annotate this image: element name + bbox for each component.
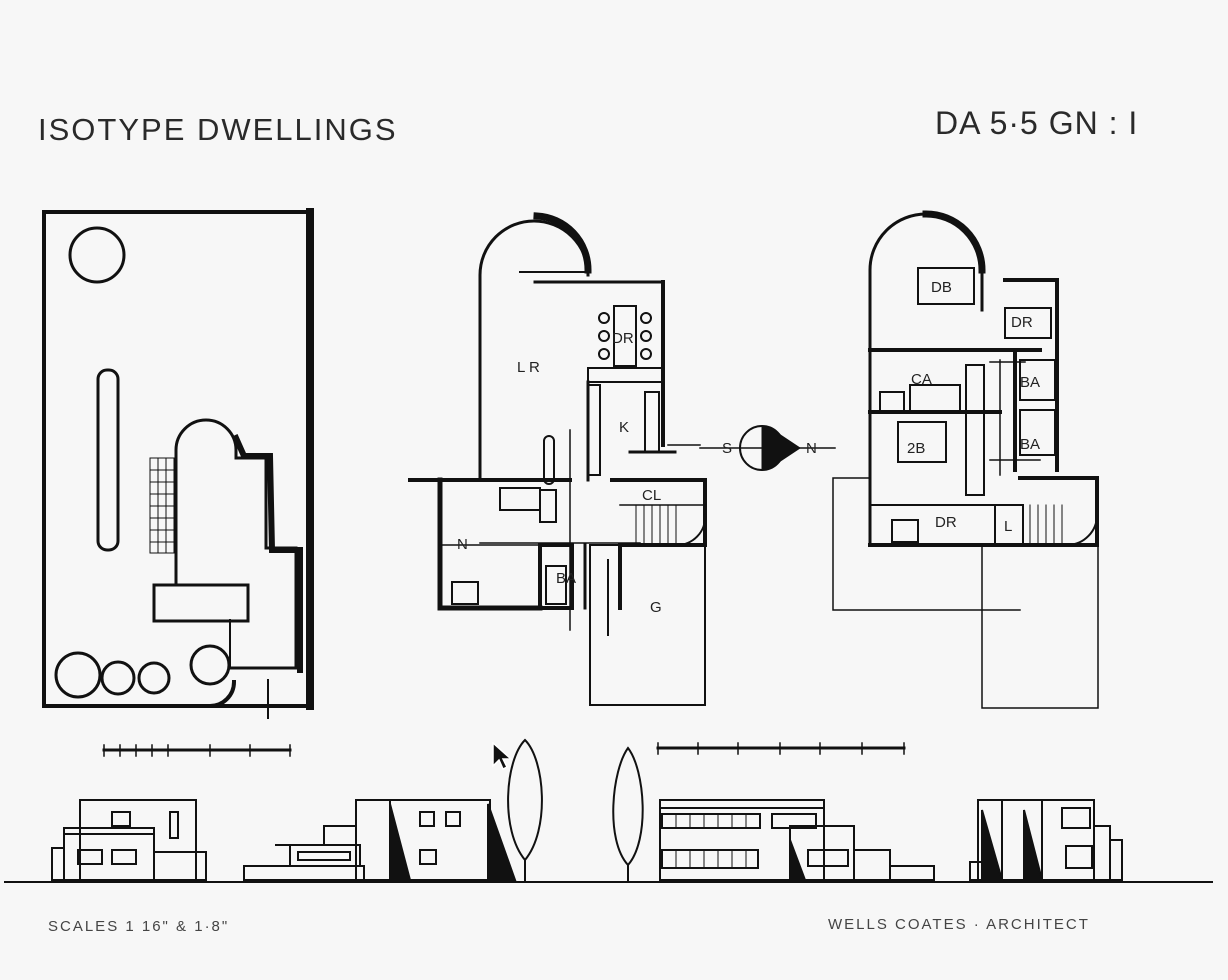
drawing-title: ISOTYPE DWELLINGS [38,112,398,147]
elevation-1 [51,799,207,881]
room-label: DR [1011,314,1033,331]
elevation-2 [243,799,517,881]
first-floor-plan [832,210,1099,709]
room-label: BA [556,570,576,587]
room-label: DB [931,279,952,296]
room-label: 2B [907,440,925,457]
ground-floor-labels: L R DR K CL N BA G [457,330,662,616]
elevation-3 [659,799,935,881]
ground-floor-plan [408,212,707,706]
room-label: CA [911,371,932,388]
room-label: N [457,536,468,553]
room-label: BA [1020,436,1040,453]
room-label: CL [642,487,661,504]
compass-icon [699,425,836,471]
compass-south-label: S [722,440,732,457]
site-plan [42,208,314,719]
scale-bar-right [656,742,906,755]
room-label: BA [1020,374,1040,391]
room-label: G [650,599,662,616]
room-label: L R [517,359,540,376]
room-label: DR [935,514,957,531]
room-label: K [619,419,629,436]
scales-note: SCALES 1 16" & 1·8" [48,918,230,935]
scale-bar-left [102,744,292,757]
mouse-cursor-icon [492,742,512,771]
architect-credit: WELLS COATES · ARCHITECT [828,916,1090,933]
elevation-4 [969,799,1123,881]
tree-icon [507,738,644,883]
compass-north-label: N [806,440,817,457]
drawing-code: DA 5·5 GN : I [935,105,1139,141]
room-label: DR [612,330,634,347]
first-floor-labels: DB DR CA BA 2B BA DR L [907,279,1040,535]
room-label: L [1004,518,1012,535]
